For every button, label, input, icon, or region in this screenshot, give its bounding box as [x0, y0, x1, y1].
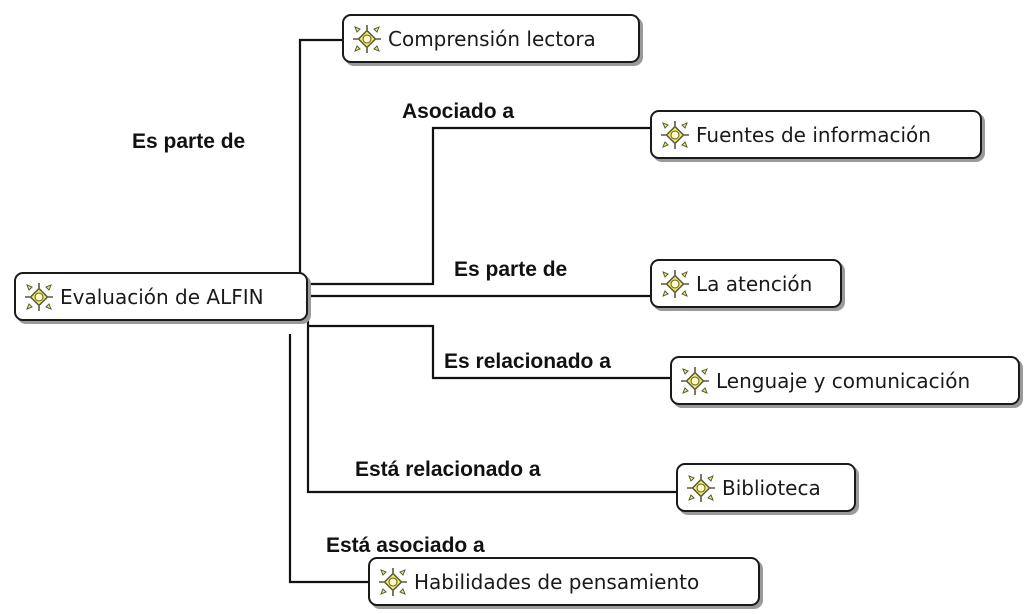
connector-biblioteca	[306, 320, 677, 494]
yellow-sun-code-icon	[378, 567, 408, 597]
node-label-atencion: La atención	[696, 271, 813, 296]
yellow-sun-code-icon	[24, 282, 54, 312]
yellow-sun-code-icon	[352, 24, 382, 54]
node-habilidades[interactable]: Habilidades de pensamiento	[368, 557, 760, 606]
node-label-habilidades: Habilidades de pensamiento	[414, 569, 700, 594]
node-root[interactable]: Evaluación de ALFIN	[14, 272, 308, 321]
edge-label-fuentes: Asociado a	[402, 100, 515, 123]
edge-label-lenguaje: Es relacionado a	[444, 350, 611, 373]
node-label-fuentes: Fuentes de información	[696, 122, 931, 147]
node-comprension[interactable]: Comprensión lectora	[342, 14, 640, 63]
yellow-sun-code-icon	[660, 120, 690, 150]
yellow-sun-code-icon	[660, 269, 690, 299]
node-label-root: Evaluación de ALFIN	[60, 284, 264, 309]
connector-lenguaje	[308, 324, 672, 380]
node-lenguaje[interactable]: Lenguaje y comunicación	[670, 356, 1020, 405]
edge-label-biblioteca: Está relacionado a	[355, 458, 541, 481]
node-label-comprension: Comprensión lectora	[388, 26, 596, 51]
node-atencion[interactable]: La atención	[650, 259, 842, 308]
connector-comprension	[298, 38, 342, 282]
edge-label-comprension: Es parte de	[132, 130, 246, 153]
node-biblioteca[interactable]: Biblioteca	[676, 463, 856, 512]
yellow-sun-code-icon	[686, 473, 716, 503]
edge-label-habilidades: Está asociado a	[326, 534, 485, 557]
connector-fuentes	[308, 126, 652, 286]
node-label-lenguaje: Lenguaje y comunicación	[716, 368, 971, 393]
edge-label-atencion: Es parte de	[454, 258, 568, 281]
node-label-biblioteca: Biblioteca	[722, 475, 821, 500]
connector-habilidades	[288, 334, 370, 584]
node-fuentes[interactable]: Fuentes de información	[650, 110, 982, 159]
yellow-sun-code-icon	[680, 366, 710, 396]
